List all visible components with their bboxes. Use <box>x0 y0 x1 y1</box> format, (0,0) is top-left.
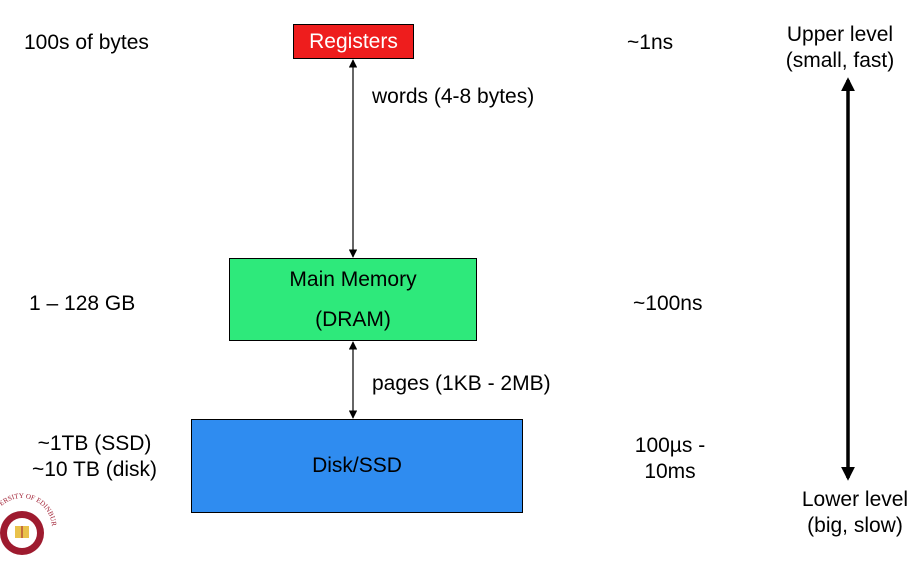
transfer-pages-label: pages (1KB - 2MB) <box>372 372 551 395</box>
disk-size: ~1TB (SSD) ~10 TB (disk) <box>22 431 167 483</box>
lower-level-line1: Lower level <box>801 488 909 511</box>
disk-latency: 100µs - 10ms <box>620 433 720 485</box>
disk-latency-line1: 100µs - <box>634 434 706 457</box>
registers-label: Registers <box>309 29 398 53</box>
disk-size-line2: ~10 TB (disk) <box>31 458 158 481</box>
disk-box: Disk/SSD <box>191 419 523 513</box>
registers-latency: ~1ns <box>627 31 674 54</box>
upper-level-line2: (small, fast) <box>785 49 895 72</box>
main-memory-label-line1: Main Memory <box>289 267 417 291</box>
university-crest-logo: THE UNIVERSITY OF EDINBURGH <box>0 488 58 555</box>
main-memory-label-line2: (DRAM) <box>315 307 391 331</box>
registers-size: 100s of bytes <box>24 31 149 54</box>
transfer-words-label: words (4-8 bytes) <box>372 85 535 108</box>
main-memory-size: 1 – 128 GB <box>29 292 136 315</box>
disk-label: Disk/SSD <box>312 454 402 477</box>
main-memory-latency: ~100ns <box>633 292 703 315</box>
registers-box: Registers <box>293 24 414 59</box>
lower-level-label: Lower level (big, slow) <box>780 487 923 539</box>
main-memory-box: Main Memory (DRAM) <box>229 258 477 341</box>
disk-size-line1: ~1TB (SSD) <box>37 432 152 455</box>
disk-latency-line2: 10ms <box>644 460 696 483</box>
upper-level-label: Upper level (small, fast) <box>765 22 915 74</box>
upper-level-line1: Upper level <box>786 23 894 46</box>
lower-level-line2: (big, slow) <box>807 514 903 537</box>
connector-arrows <box>348 59 855 481</box>
